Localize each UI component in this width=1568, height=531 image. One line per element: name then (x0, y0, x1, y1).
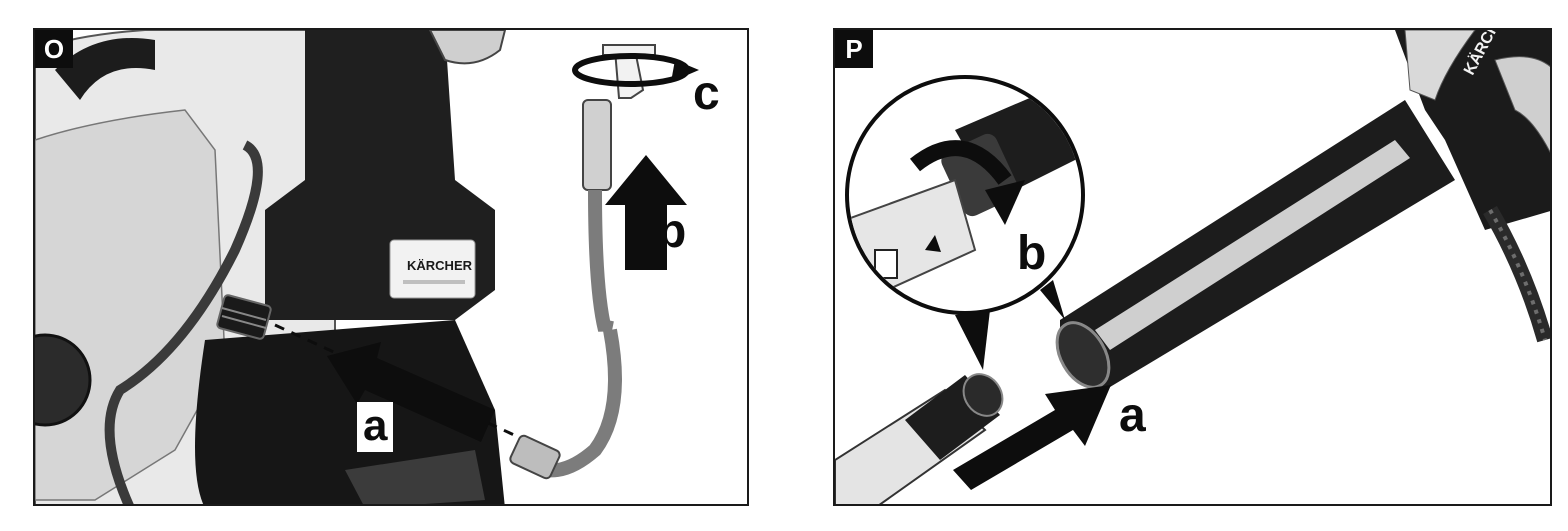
tap-adapter (582, 99, 612, 191)
panel-label: P (835, 30, 873, 68)
panel-label: O (35, 30, 73, 68)
lance-end (1055, 321, 1111, 389)
callout-a: a (1119, 389, 1146, 442)
figure-panel-o: O KÄRCHER a b c (33, 28, 749, 506)
arrow-a (953, 385, 1111, 490)
detail-triangle-marker (925, 235, 941, 252)
insertion-path (274, 323, 526, 442)
wheel (35, 333, 92, 427)
arrow-b (605, 155, 687, 270)
garden-hose (520, 189, 622, 478)
magnifier-pointer (955, 310, 990, 370)
rotation-arrowhead (671, 60, 699, 82)
hose-connector (509, 434, 561, 480)
brand-stripe (403, 280, 465, 284)
detail-lock-icon (874, 249, 898, 279)
base-recess (345, 450, 485, 504)
lance-highlight (1095, 140, 1410, 350)
handle-bar (55, 38, 155, 100)
cable (104, 140, 263, 504)
brand-logo-text: KÄRCHER (407, 258, 472, 273)
nozzle-tip (962, 373, 1004, 417)
callout-a: a (357, 402, 394, 452)
gun-trigger (1494, 56, 1550, 154)
magnifier-pointer-2 (1040, 280, 1065, 320)
water-inlet (216, 294, 272, 340)
top-handle (428, 30, 507, 65)
gun-grip-light (1404, 30, 1476, 101)
arrow-a (327, 342, 495, 442)
callout-c: c (693, 67, 720, 120)
rotation-arrow-b (910, 140, 1012, 185)
callout-b: b (1017, 227, 1047, 280)
figure-panel-p: P KÄRCHER a b (833, 28, 1552, 506)
pressure-washer-illustration (35, 30, 699, 504)
gun-hose (1483, 205, 1550, 343)
callout-b: b (657, 205, 687, 258)
spray-gun-illustration (835, 30, 1550, 504)
